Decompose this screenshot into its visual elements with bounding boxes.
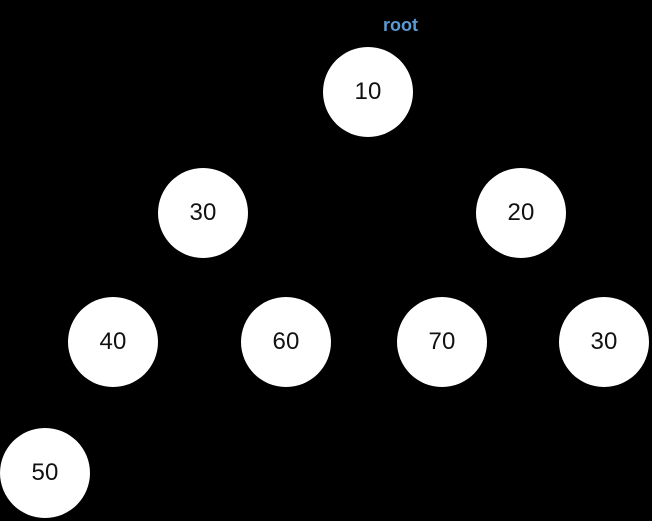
tree-node-value: 30 — [189, 199, 217, 226]
tree-node[interactable]: 50 — [0, 428, 90, 518]
tree-node[interactable]: 20 — [476, 168, 566, 258]
tree-node[interactable]: 70 — [397, 297, 487, 387]
tree-node-value: 60 — [272, 328, 300, 355]
tree-node[interactable]: 40 — [68, 297, 158, 387]
tree-node[interactable]: 60 — [241, 297, 331, 387]
tree-node-value: 30 — [590, 328, 618, 355]
tree-node-value: 20 — [507, 199, 535, 226]
tree-node[interactable]: 30 — [158, 168, 248, 258]
tree-node-value: 50 — [31, 459, 59, 486]
tree-node[interactable]: 10 — [323, 47, 413, 137]
tree-node-value: 70 — [428, 328, 456, 355]
tree-node[interactable]: 30 — [559, 297, 649, 387]
root-pointer-label: root — [383, 15, 418, 35]
tree-node-value: 40 — [99, 328, 127, 355]
tree-node-value: 10 — [354, 78, 382, 105]
